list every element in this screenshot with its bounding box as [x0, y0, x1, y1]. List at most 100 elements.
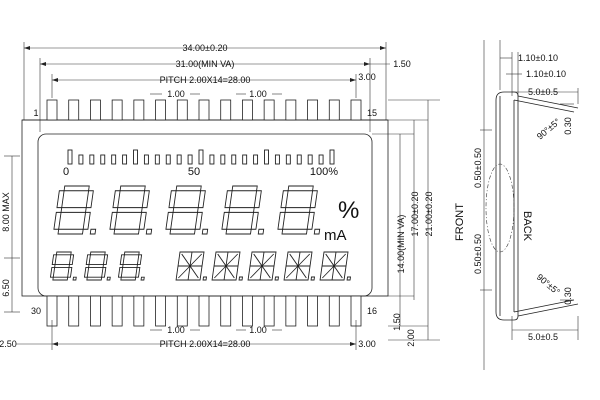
bar-segment	[198, 149, 204, 165]
pin	[285, 295, 297, 327]
pin	[220, 99, 232, 121]
pin	[90, 295, 101, 327]
bottom-pin-lead	[513, 299, 575, 313]
large-digit	[221, 185, 265, 235]
bar-segment	[220, 154, 226, 165]
pin-label: 30	[31, 306, 41, 316]
pin	[133, 295, 145, 327]
bar-scale-label: 100%	[310, 166, 338, 178]
angle-label: 90°±5°	[535, 116, 563, 141]
large-digit	[165, 185, 209, 235]
side-gap-dim: 0.50±0.50	[473, 234, 483, 274]
side-gap-dim: 0.50±0.50	[473, 148, 483, 188]
pin	[263, 295, 275, 327]
bar-segment	[67, 149, 73, 165]
left-pin-offset-dim: 6.50	[1, 279, 11, 297]
bar-segment	[111, 154, 117, 165]
large-digit	[53, 185, 97, 235]
bar-segment	[100, 154, 106, 165]
pin	[111, 295, 123, 327]
side-pin-dim: 5.0±0.5	[528, 332, 558, 342]
bottom-pin-row	[46, 295, 362, 327]
bar-segment	[122, 154, 128, 165]
pin	[263, 99, 275, 121]
bar-segment	[242, 154, 248, 165]
large-digit	[109, 185, 153, 235]
bottom-margin-dim: 1.50	[392, 313, 402, 331]
bar-segment	[165, 154, 171, 165]
pin-label: 1	[33, 108, 38, 118]
bar-scale-label: 50	[188, 166, 200, 178]
bar-segment	[231, 154, 237, 165]
alphanumeric-digit	[319, 251, 351, 281]
bar-segment	[329, 149, 335, 165]
bar-segment	[296, 154, 302, 165]
large-digit	[277, 185, 321, 235]
pin	[220, 295, 232, 327]
left-max-height-dim: 8.00 MAX	[1, 192, 11, 232]
alphanumeric-digit	[247, 251, 279, 281]
pin	[198, 99, 210, 121]
bottom-dimension-lines: 1.00 1.00 PITCH 2.00X14=28.00 3.00 2.50	[0, 320, 376, 350]
pin	[242, 295, 253, 327]
left-dimension-lines: 8.00 MAX 6.50	[1, 155, 20, 313]
pin	[328, 295, 340, 327]
bar-segment	[143, 154, 149, 165]
pin-length-dim: 2.00	[406, 329, 416, 347]
right-dimension-lines: 14.00(MIN VA) 17.00±0.20 21.00±0.20 1.50…	[372, 99, 440, 347]
bar-segment	[154, 154, 160, 165]
pin	[155, 99, 166, 121]
left-offset-dim: 2.50	[0, 339, 17, 349]
top-pin-lead	[513, 99, 575, 113]
side-top-dim: 1.10±0.10	[526, 69, 566, 79]
side-view: 1.10±0.10 1.10±0.10 5.0±0.5 0.50±0.50 0.…	[454, 40, 579, 370]
glass-height-dim: 17.00±0.20	[410, 192, 420, 237]
pin	[155, 295, 166, 327]
lead-thickness-dim: 0.30	[563, 287, 573, 305]
hidden-detail-ellipse	[485, 163, 515, 253]
pin	[46, 99, 58, 121]
va-width-dim: 31.00(MIN VA)	[176, 59, 235, 69]
small-digit-row	[49, 251, 145, 281]
bar-segment	[264, 149, 269, 165]
right-offset-dim: 3.00	[358, 72, 376, 82]
pin	[90, 99, 101, 121]
small-digit	[49, 251, 77, 281]
angle-label: 90°±5°	[535, 272, 563, 297]
alphanumeric-digit	[283, 251, 315, 281]
pin	[68, 99, 80, 121]
pin-spacing-dim: 1.00	[249, 325, 267, 335]
bar-segment	[89, 154, 95, 165]
bar-scale-label: 0	[63, 166, 69, 178]
right-offset-dim: 3.00	[358, 339, 376, 349]
small-digit	[117, 251, 145, 281]
pin-spacing-dim: 1.00	[167, 89, 185, 99]
front-label: FRONT	[454, 203, 466, 241]
pin-spacing-dim: 1.00	[249, 89, 267, 99]
bottom-pin-bend	[495, 311, 519, 321]
pin-label: 15	[367, 108, 377, 118]
bar-segment	[318, 154, 324, 165]
bar-segment	[274, 154, 280, 165]
pin	[198, 295, 210, 327]
va-height-dim: 14.00(MIN VA)	[396, 215, 406, 274]
back-label: BACK	[521, 211, 533, 242]
pin-spacing-dim: 1.00	[167, 325, 185, 335]
bar-segment	[253, 154, 259, 165]
pin	[307, 99, 318, 121]
pin	[328, 99, 340, 121]
overall-width-dim: 34.00±0.20	[183, 43, 228, 53]
bar-segment	[133, 149, 138, 165]
pin	[176, 99, 188, 121]
bar-segment	[78, 154, 84, 165]
small-digit	[83, 251, 111, 281]
bar-segment	[209, 154, 215, 165]
pin	[285, 99, 297, 121]
side-pin-dim: 5.0±0.5	[528, 87, 558, 97]
bar-segment	[285, 154, 291, 165]
pin	[307, 295, 318, 327]
pin-label: 16	[367, 306, 377, 316]
glass-profile	[495, 96, 519, 316]
alphanumeric-digit	[175, 251, 207, 281]
